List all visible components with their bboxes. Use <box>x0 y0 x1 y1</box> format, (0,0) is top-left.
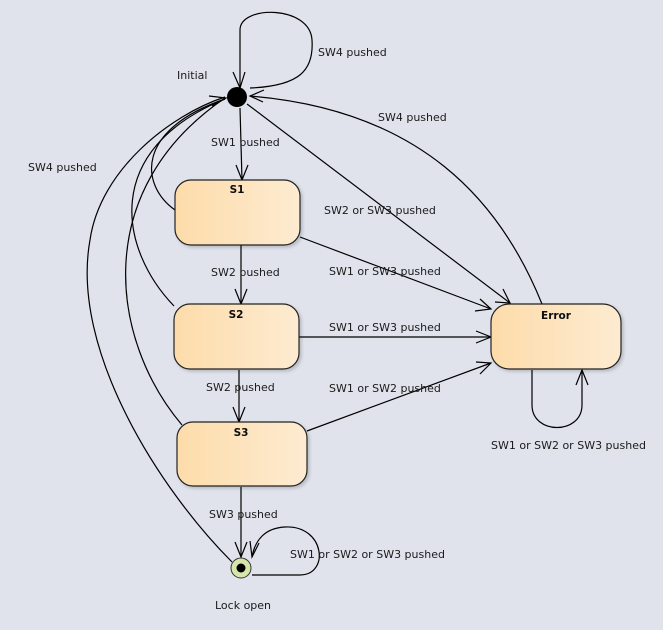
transition-label: SW2 pushed <box>211 266 280 279</box>
transition-label: SW1 or SW2 or SW3 pushed <box>491 439 646 452</box>
state-name: Error <box>541 310 572 322</box>
transition-label: SW1 or SW3 pushed <box>329 265 441 278</box>
final-node-lock-open[interactable]: Lock open <box>215 557 271 612</box>
transition-label: SW1 or SW2 pushed <box>329 382 441 395</box>
transition-s2-error[interactable]: SW1 or SW3 pushed <box>299 321 493 344</box>
state-s3[interactable]: S3 <box>176 421 308 487</box>
transition-error-self[interactable]: SW1 or SW2 or SW3 pushed <box>491 368 646 452</box>
transition-label: SW4 pushed <box>378 111 447 124</box>
transition-initial-self[interactable]: SW4 pushed <box>232 11 387 90</box>
transition-s3-error[interactable]: SW1 or SW2 pushed <box>306 361 493 432</box>
state-s2[interactable]: S2 <box>173 303 300 370</box>
initial-label: Initial <box>177 69 207 82</box>
transition-label: SW1 or SW3 pushed <box>329 321 441 334</box>
transition-label: SW2 pushed <box>206 381 275 394</box>
initial-pseudostate-dot <box>227 87 247 107</box>
transition-initial-error[interactable]: SW2 or SW3 pushed <box>246 103 512 304</box>
transition-label: SW1 or SW2 or SW3 pushed <box>290 548 445 561</box>
state-s1[interactable]: S1 <box>174 179 301 246</box>
transition-lock-open-self[interactable]: SW1 or SW2 or SW3 pushed <box>249 526 445 576</box>
transition-label: SW3 pushed <box>209 508 278 521</box>
transition-label: SW4 pushed <box>318 46 387 59</box>
transition-label: SW2 or SW3 pushed <box>324 204 436 217</box>
transition-initial-s1[interactable]: SW1 pushed <box>211 107 280 182</box>
state-name: S2 <box>229 309 244 321</box>
transition-s1-s2[interactable]: SW2 pushed <box>211 245 280 306</box>
final-label: Lock open <box>215 599 271 612</box>
transition-reset-to-initial[interactable]: SW4 pushed <box>28 95 233 563</box>
transition-label: SW1 pushed <box>211 136 280 149</box>
state-error[interactable]: Error <box>490 303 622 370</box>
state-name: S3 <box>234 427 249 439</box>
transition-s2-s3[interactable]: SW2 pushed <box>206 370 275 424</box>
transition-error-initial[interactable]: SW4 pushed <box>248 89 543 305</box>
transition-label: SW4 pushed <box>28 161 97 174</box>
state-name: S1 <box>230 184 245 196</box>
final-state-dot <box>236 563 246 573</box>
transition-s3-lock-open[interactable]: SW3 pushed <box>209 487 278 559</box>
transition-s1-error[interactable]: SW1 or SW3 pushed <box>299 236 493 312</box>
initial-node[interactable]: Initial <box>177 69 247 107</box>
